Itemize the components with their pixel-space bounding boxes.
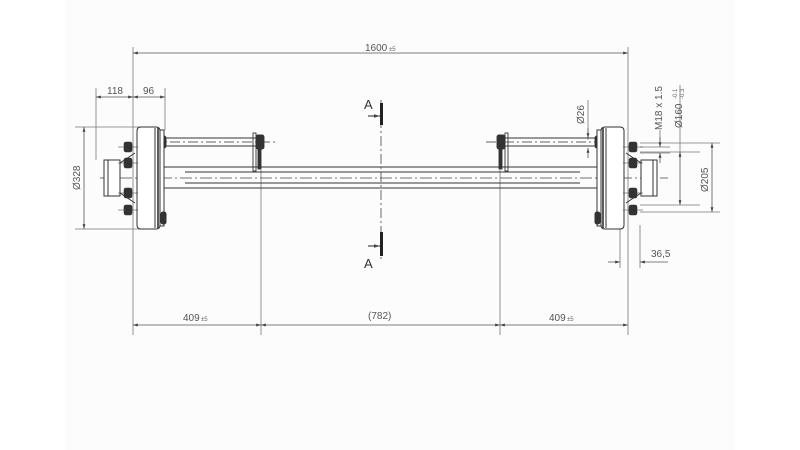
bracket-right-tolerance: ±5 (567, 317, 574, 323)
hub-offset-outer: 118 (107, 86, 123, 97)
right-wheel-studs (623, 141, 643, 216)
drum-diameter: Ø328 (72, 165, 83, 190)
overall-length-value: 1600 (365, 43, 388, 54)
overall-length-tolerance: ±5 (389, 47, 396, 53)
torsion-bar-left (152, 132, 275, 172)
tie-rod-diameter: Ø26 (576, 105, 587, 124)
bracket-left-value: 409 (183, 313, 200, 324)
right-brake-drum (594, 126, 658, 230)
left-brake-drum (103, 126, 167, 230)
dimension-lines (82, 51, 714, 327)
section-label-top: A (364, 97, 373, 112)
bracket-center-value: (782) (368, 311, 391, 322)
dimension-labels: 1600 ±5 118 96 Ø328 Ø26 M18 x 1.5 Ø160 -… (72, 43, 711, 324)
pcd-tol-lower: -0.3 (680, 88, 686, 99)
stud-offset: 36,5 (651, 249, 671, 260)
pcd-tol-upper: -0.1 (673, 88, 679, 99)
left-wheel-studs (118, 141, 138, 216)
pcd-value: Ø160 (674, 103, 685, 128)
bolt-circle-diameter: Ø205 (700, 167, 711, 192)
section-label-bottom: A (364, 256, 373, 271)
thread-spec: M18 x 1.5 (654, 86, 665, 130)
hub-offset-inner: 96 (143, 86, 155, 97)
bracket-right-value: 409 (549, 313, 566, 324)
torsion-bar-right (486, 132, 610, 172)
axle-tube (163, 166, 598, 189)
section-marker: A A (364, 97, 383, 271)
bracket-left-tolerance: ±5 (201, 317, 208, 323)
